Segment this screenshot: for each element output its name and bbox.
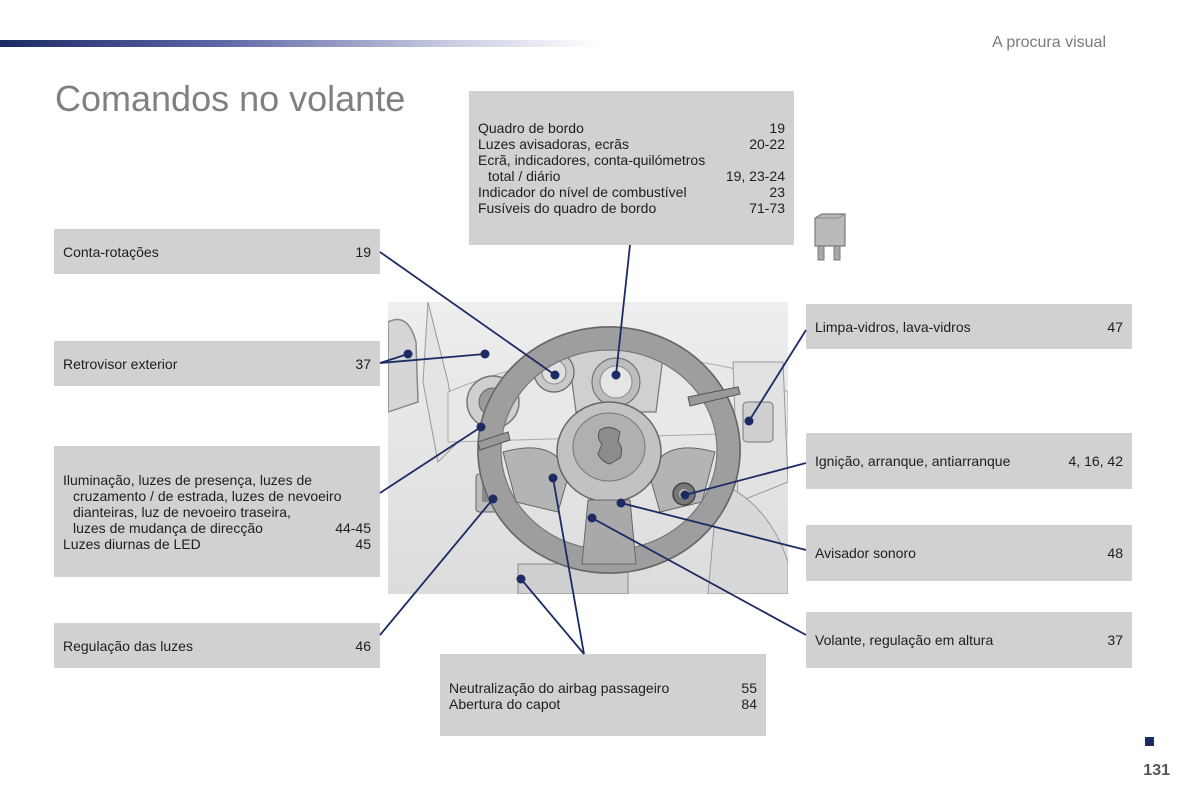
callout-ignition: Ignição, arranque, antiarranque 4, 16, 4… <box>806 433 1132 489</box>
item-page: 46 <box>355 637 371 654</box>
item-page: 23 <box>769 184 785 200</box>
page-title: Comandos no volante <box>55 78 406 119</box>
item-label: Neutralização do airbag passageiro <box>449 680 670 696</box>
item-page: 55 <box>741 680 757 696</box>
item-label: cruzamento / de estrada, luzes de nevoei… <box>73 488 342 504</box>
callout-airbag-bonnet: Neutralização do airbag passageiro 55 Abe… <box>440 654 766 736</box>
item-page: 44-45 <box>335 520 371 536</box>
item-page: 48 <box>1107 545 1123 561</box>
item-page: 19 <box>769 120 785 136</box>
item-label: Iluminação, luzes de presença, luzes de <box>63 472 313 488</box>
item-page: 37 <box>1107 632 1123 648</box>
callout-instruments: Quadro de bordo 19 Luzes avisadoras, ecrã… <box>469 91 794 245</box>
callout-horn: Avisador sonoro 48 <box>806 525 1132 581</box>
item-label: Volante, regulação em altura <box>815 632 994 648</box>
item-page: 19 <box>355 243 371 260</box>
item-label: total / diário <box>488 168 561 184</box>
item-label: Indicador do nível de combustível <box>478 184 687 200</box>
callout-row: dianteiras, luz de nevoeiro traseira, <box>63 504 371 520</box>
callout-headlamp-adjust: Regulação das luzes 46 <box>54 623 380 668</box>
fuse-icon <box>814 213 846 261</box>
callout-wipers: Limpa-vidros, lava-vidros 47 <box>806 304 1132 349</box>
callout-row: Quadro de bordo 19 <box>478 120 785 136</box>
callout-row: Abertura do capot 84 <box>449 696 757 712</box>
lion-emblem-icon <box>597 426 623 465</box>
item-label: Ecrã, indicadores, conta-quilómetros <box>478 152 706 168</box>
callout-mirror: Retrovisor exterior 37 <box>54 341 380 386</box>
item-page: 45 <box>355 536 371 552</box>
callout-row: Ecrã, indicadores, conta-quilómetros <box>478 152 785 168</box>
item-label: Abertura do capot <box>449 696 561 712</box>
item-label: Luzes diurnas de LED <box>63 536 201 552</box>
item-page: 47 <box>1107 318 1123 335</box>
section-label: A procura visual <box>992 34 1106 51</box>
item-label: Ignição, arranque, antiarranque <box>815 453 1011 469</box>
callout-row: Luzes diurnas de LED 45 <box>63 536 371 552</box>
item-page: 71-73 <box>749 200 785 216</box>
callout-row: Fusíveis do quadro de bordo 71-73 <box>478 200 785 216</box>
item-page: 84 <box>741 696 757 712</box>
callout-row: Neutralização do airbag passageiro 55 <box>449 680 757 696</box>
item-label: Quadro de bordo <box>478 120 584 136</box>
item-page: 37 <box>355 355 371 372</box>
item-page: 4, 16, 42 <box>1068 453 1124 469</box>
item-label: Avisador sonoro <box>815 545 916 561</box>
item-label: dianteiras, luz de nevoeiro traseira, <box>73 504 291 520</box>
callout-row: luzes de mudança de direcção 44-45 <box>63 520 371 536</box>
page-corner-marker <box>1145 737 1154 746</box>
dashboard-steering-wheel-illustration <box>388 302 788 594</box>
callout-steering: Volante, regulação em altura 37 <box>806 612 1132 668</box>
callout-rev-counter: Conta-rotações 19 <box>54 229 380 274</box>
item-label: Retrovisor exterior <box>63 355 178 372</box>
callout-row: Indicador do nível de combustível 23 <box>478 184 785 200</box>
item-label: Limpa-vidros, lava-vidros <box>815 318 971 335</box>
callout-row: total / diário 19, 23-24 <box>478 168 785 184</box>
header-gradient-bar <box>0 40 600 47</box>
callout-row: cruzamento / de estrada, luzes de nevoei… <box>63 488 371 504</box>
callout-row: Luzes avisadoras, ecrãs 20-22 <box>478 136 785 152</box>
item-label: Regulação das luzes <box>63 637 193 654</box>
item-label: Fusíveis do quadro de bordo <box>478 200 657 216</box>
page-number: 131 <box>1143 762 1170 779</box>
item-page: 19, 23-24 <box>725 168 785 184</box>
item-page: 20-22 <box>749 136 785 152</box>
callout-row: Iluminação, luzes de presença, luzes de <box>63 472 371 488</box>
item-label: luzes de mudança de direcção <box>73 520 263 536</box>
item-label: Luzes avisadoras, ecrãs <box>478 136 629 152</box>
callout-lighting: Iluminação, luzes de presença, luzes de … <box>54 446 380 577</box>
item-label: Conta-rotações <box>63 243 159 260</box>
